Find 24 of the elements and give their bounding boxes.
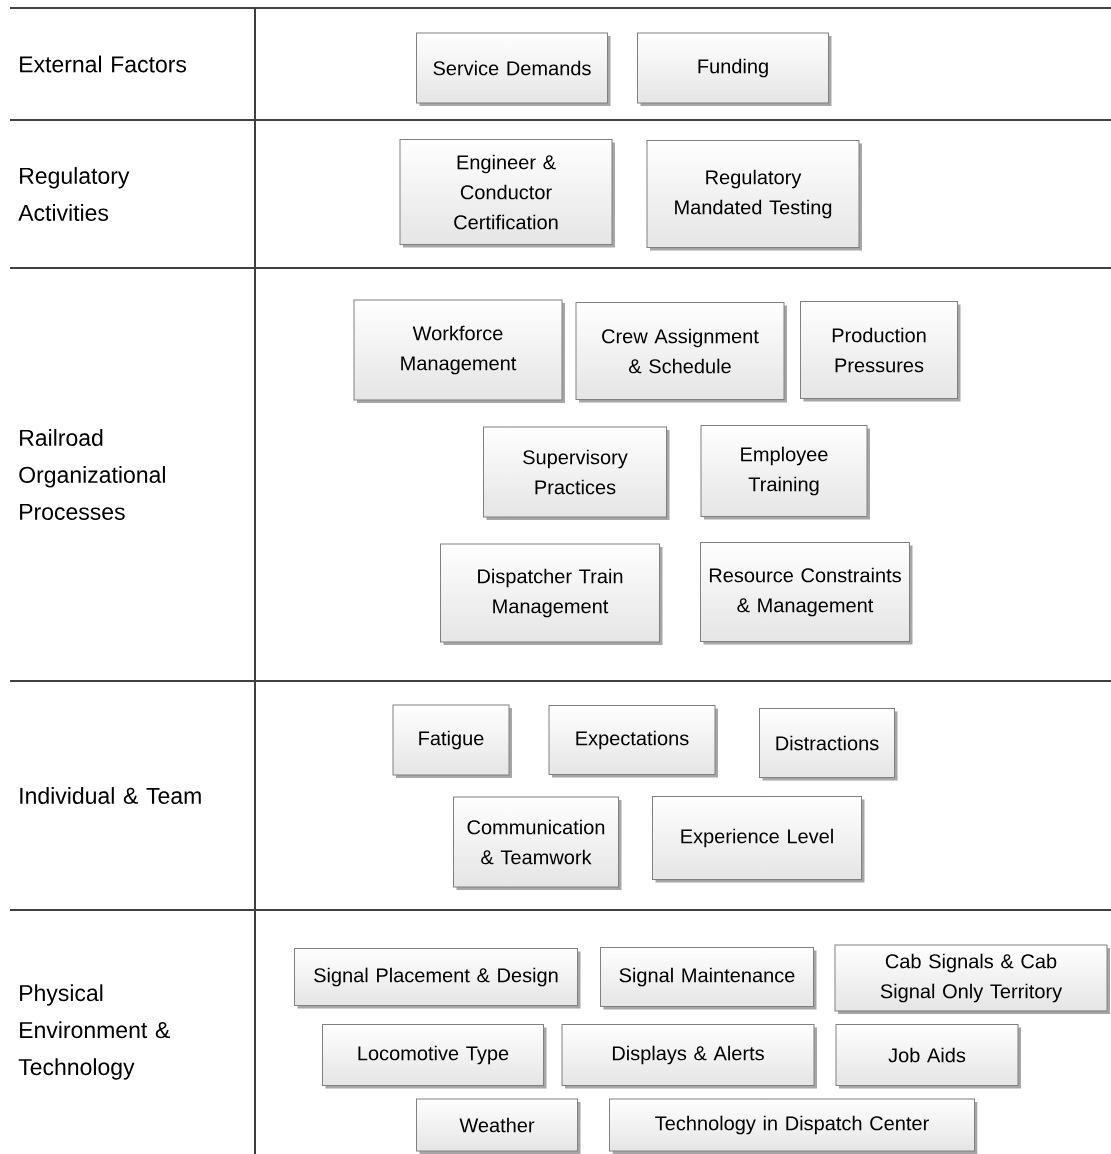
factor-box: Signal Maintenance — [600, 947, 817, 1010]
factor-box: Locomotive Type — [322, 1024, 547, 1089]
factor-box: Cab Signals & Cab Signal Only Territory — [834, 944, 1110, 1014]
factor-box: Fatigue — [392, 704, 512, 778]
factor-box: Engineer & Conductor Certification — [399, 139, 615, 248]
factor-box: Experience Level — [652, 796, 865, 883]
factor-box: Production Pressures — [800, 301, 961, 402]
factor-box: Technology in Dispatch Center — [609, 1098, 978, 1154]
factor-box: Communication & Teamwork — [453, 796, 622, 890]
factor-box: Signal Placement & Design — [294, 948, 581, 1009]
factor-box: Weather — [416, 1098, 581, 1154]
factor-box: Service Demands — [416, 32, 611, 106]
factor-box: Supervisory Practices — [483, 426, 670, 520]
factor-box: Workforce Management — [353, 299, 565, 403]
factor-box: Regulatory Mandated Testing — [646, 140, 862, 251]
factor-box: Resource Constraints & Management — [700, 542, 913, 645]
factor-box: Funding — [637, 32, 832, 106]
factor-box: Job Aids — [835, 1024, 1021, 1089]
factor-box: Distractions — [759, 708, 898, 781]
factor-box: Crew Assignment & Schedule — [575, 302, 787, 403]
factor-box: Employee Training — [700, 425, 870, 520]
factor-box: Displays & Alerts — [561, 1024, 817, 1089]
factor-box: Dispatcher Train Management — [440, 543, 663, 645]
factor-box: Expectations — [548, 705, 718, 778]
